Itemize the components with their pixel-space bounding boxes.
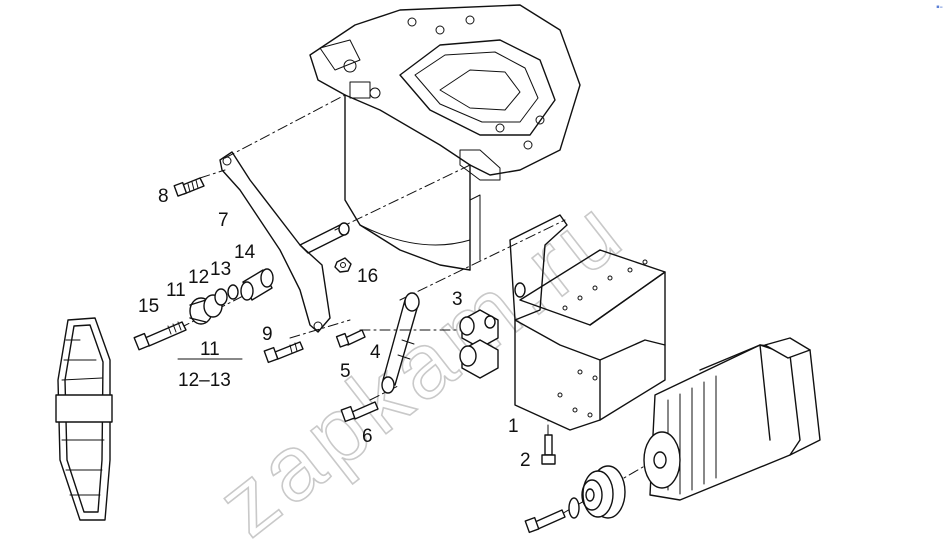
bolt-9: [263, 341, 304, 364]
callout-12: 12: [188, 267, 209, 288]
bolt-2: [541, 434, 556, 465]
callout-5: 5: [340, 361, 351, 382]
corner-mark: ▪‑: [936, 2, 943, 13]
alternator-pulley: [524, 465, 626, 534]
alternator: [643, 337, 821, 501]
callout-11: 11: [166, 280, 186, 301]
bolt-8: [173, 177, 205, 197]
callout-3: 3: [452, 289, 463, 310]
callout-13: 13: [210, 259, 231, 280]
callout-1: 1: [508, 416, 519, 437]
bolt-15: [133, 321, 187, 351]
pivot-rod: [299, 222, 350, 254]
callout-2: 2: [520, 450, 531, 471]
nut-16: [334, 257, 352, 273]
tensioner-rod-4: [381, 292, 420, 394]
bracket-arm: [219, 151, 331, 333]
callout-9: 9: [262, 324, 273, 345]
callout-labels: 1 2 3 4 5 6 7 8 9 11 12 13 14 15 16 11 1…: [138, 186, 531, 471]
callout-12-13-group: 12–13: [178, 370, 231, 391]
callout-14: 14: [234, 242, 256, 263]
bolt-5: [335, 329, 366, 348]
callout-4: 4: [370, 342, 381, 363]
callout-15: 15: [138, 296, 159, 317]
callout-16: 16: [357, 266, 378, 287]
callout-8: 8: [158, 186, 169, 207]
mounting-plate-1: [509, 214, 666, 431]
callout-11-group: 11: [200, 339, 220, 360]
bolt-6: [340, 401, 379, 423]
callout-7: 7: [218, 210, 229, 231]
spacer-set: [189, 268, 274, 325]
idler-pulley-3: [459, 282, 526, 379]
v-belt: [55, 317, 113, 521]
engine-block: [309, 4, 581, 271]
callout-6: 6: [362, 426, 373, 447]
